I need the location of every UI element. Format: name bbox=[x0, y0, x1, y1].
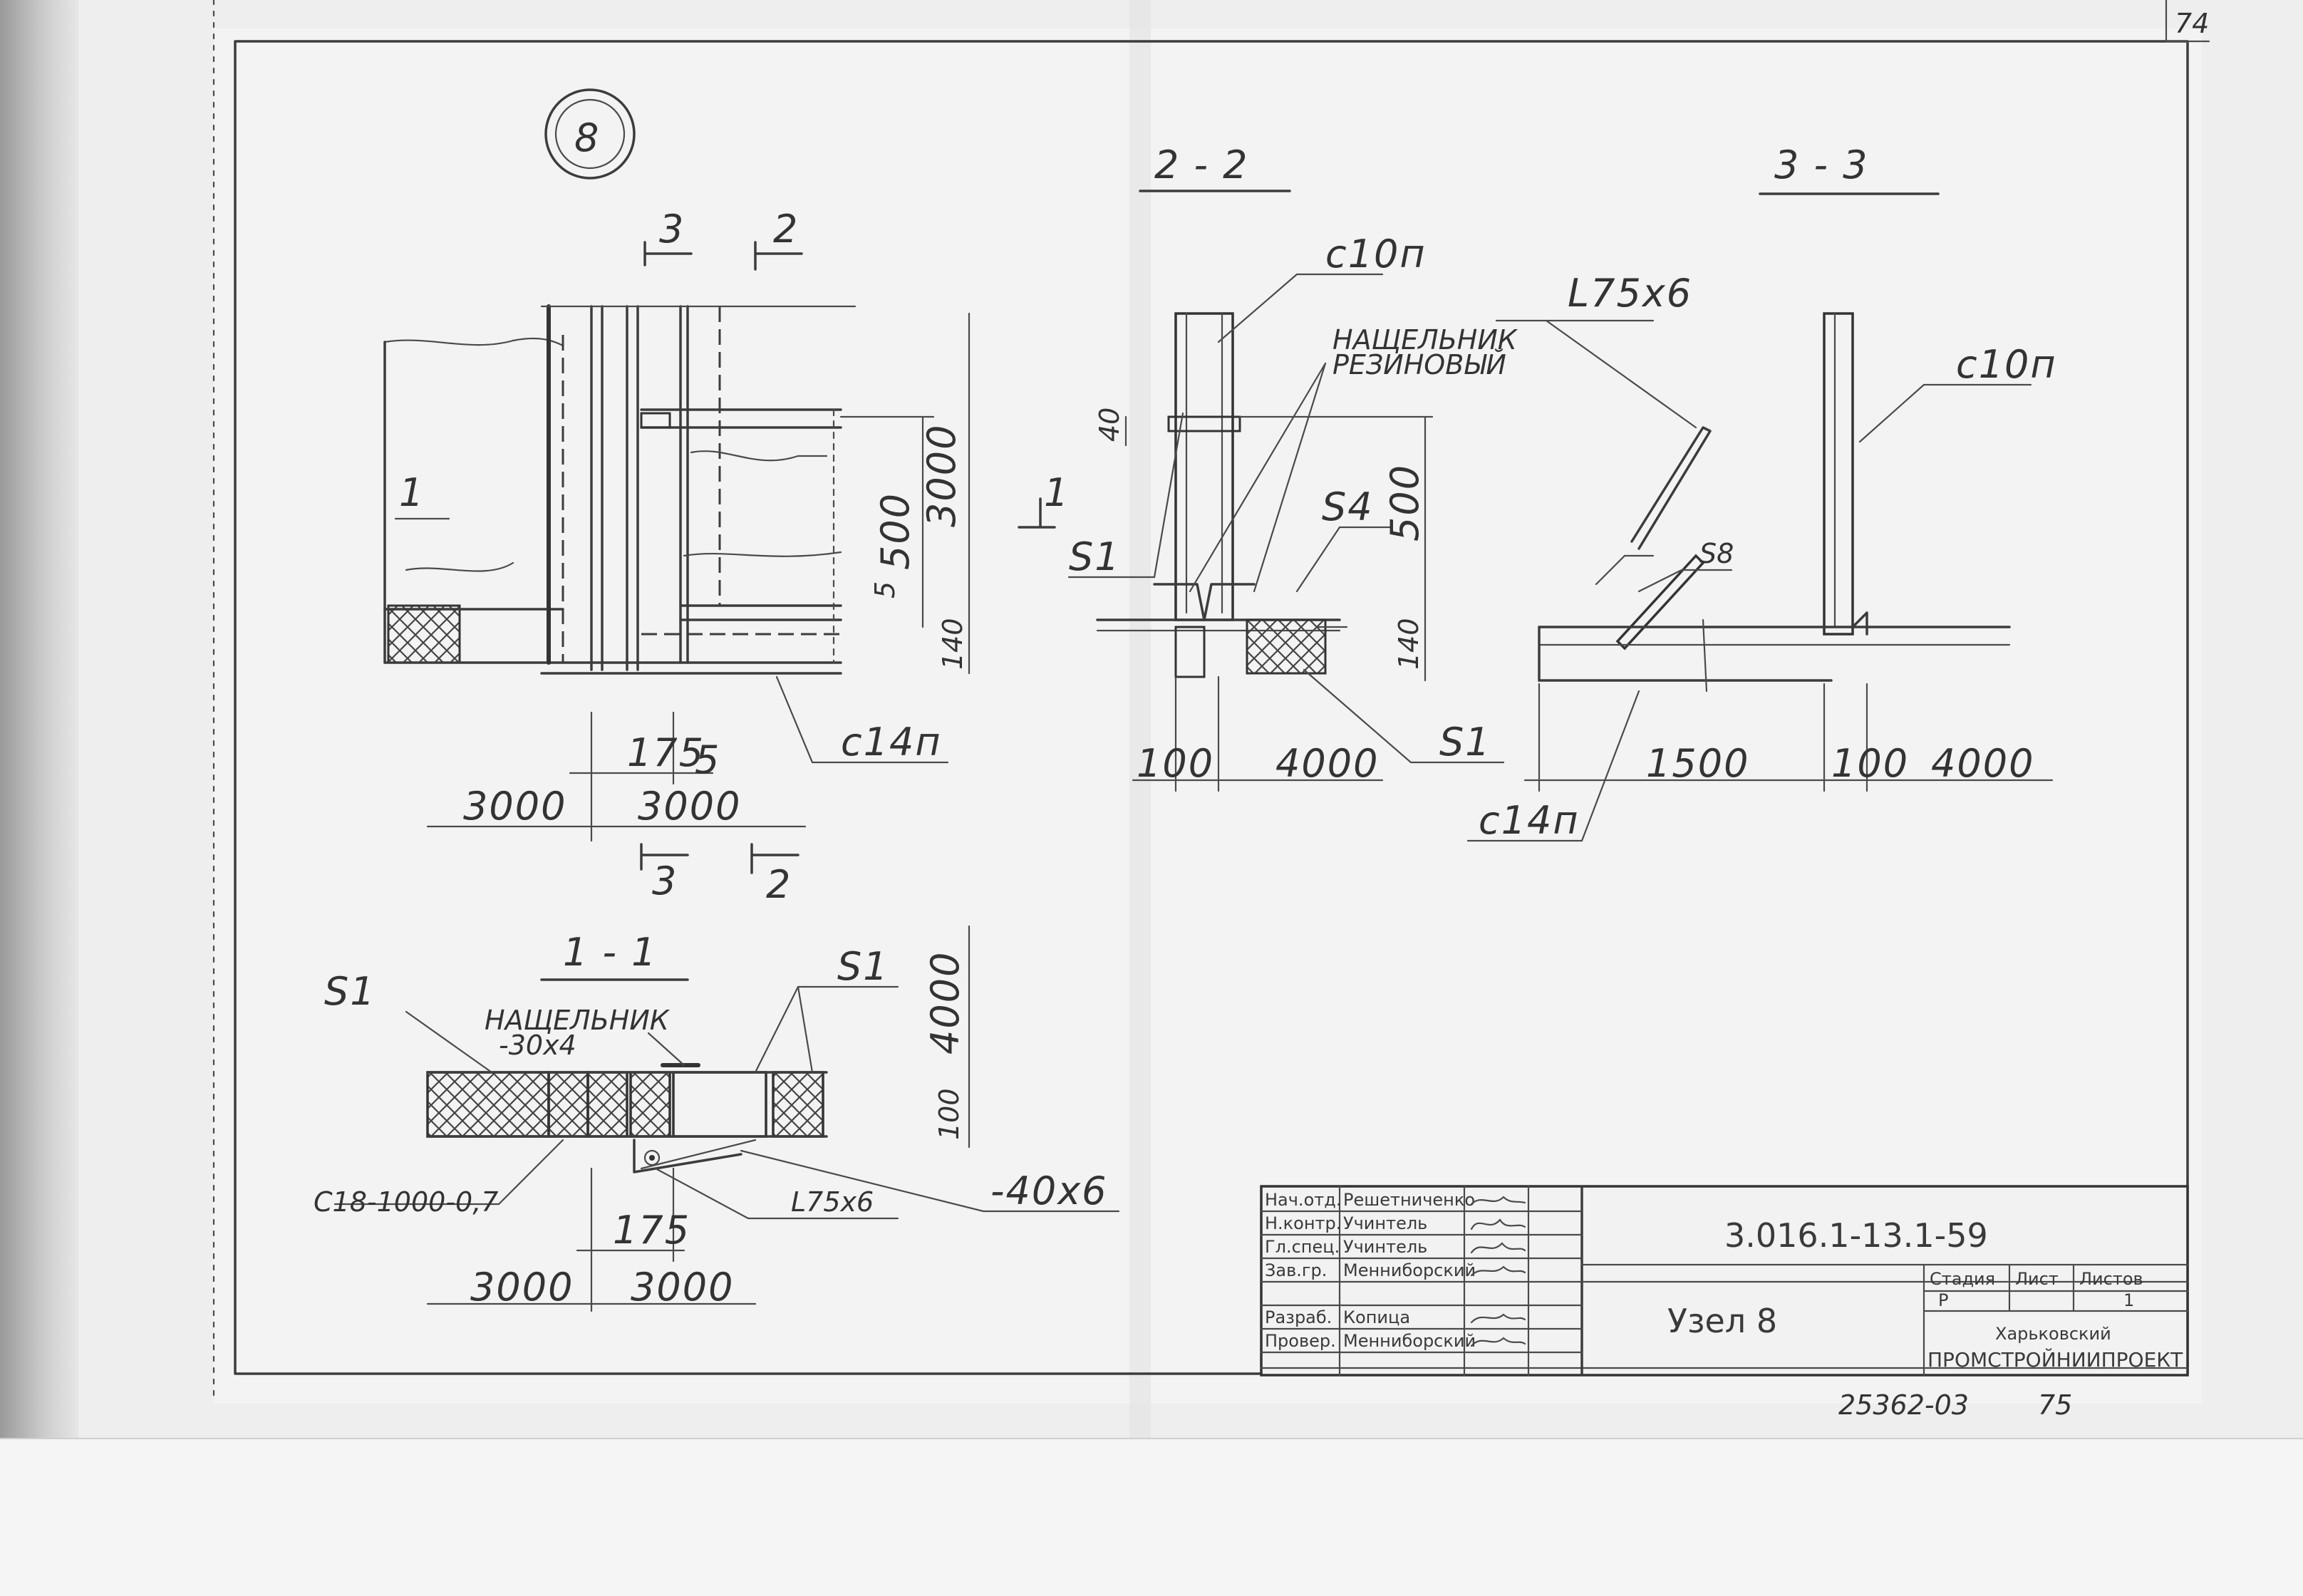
node-number: 8 bbox=[574, 115, 600, 160]
cut-mark-1: 1 bbox=[1044, 470, 1070, 515]
dim-175-11: 175 bbox=[613, 1208, 690, 1253]
label-s1-22-right: S1 bbox=[1439, 720, 1491, 765]
tb-role-5: Разраб. bbox=[1265, 1307, 1332, 1327]
dim-4000-33: 4000 bbox=[1931, 741, 2034, 786]
insulation-1-1-left bbox=[426, 1071, 550, 1138]
tb-document-code: 3.016.1-13.1-59 bbox=[1724, 1216, 1988, 1255]
tb-drawing-title: Узел 8 bbox=[1667, 1302, 1777, 1340]
label-nashchelnik-11: НАЩЕЛЬНИК bbox=[485, 1005, 671, 1036]
tb-stage-header: Стадия bbox=[1930, 1269, 1995, 1289]
label-nashchelnik-rubber-2: РЕЗИНОВЫЙ bbox=[1332, 349, 1506, 380]
plan-view: 3 2 1 bbox=[383, 207, 1070, 907]
binding-shadow bbox=[0, 0, 78, 1596]
node-marker: 8 bbox=[544, 88, 636, 180]
dim-3000-plan-right: 3000 bbox=[638, 784, 741, 829]
tb-role-1: Н.контр. bbox=[1265, 1213, 1341, 1233]
dim-40-22: 40 bbox=[1094, 408, 1125, 442]
dim-140-22: 140 bbox=[1393, 618, 1424, 670]
dim-4000-22: 4000 bbox=[1275, 741, 1379, 786]
tb-stage: Р bbox=[1938, 1290, 1948, 1310]
label-c10p-22: с10п bbox=[1325, 232, 1427, 276]
label-c10p-33: с10п bbox=[1956, 342, 2057, 387]
dim-500-22: 500 bbox=[1382, 464, 1427, 542]
tb-sheets: 1 bbox=[2123, 1290, 2134, 1310]
tb-sheet-header: Лист bbox=[2015, 1269, 2059, 1289]
label-c14p-33: с14п bbox=[1479, 798, 1580, 843]
tb-name-6: Менниборский bbox=[1343, 1331, 1476, 1351]
dim-3000-vertical: 3000 bbox=[919, 424, 964, 527]
label-c14p-plan: с14п bbox=[841, 720, 942, 765]
cut-mark-3-bottom: 3 bbox=[652, 859, 678, 903]
signature-1 bbox=[1470, 1218, 1526, 1230]
cut-mark-2-top: 2 bbox=[773, 207, 799, 252]
tb-name-5: Копица bbox=[1343, 1307, 1410, 1327]
section-1-1: 1 - 1 S1 НАЩЕЛЬНИК -30х4 S1 С18-1000-0,7… bbox=[314, 925, 1120, 1312]
dim-3000-plan-left: 3000 bbox=[463, 784, 566, 829]
title-block: Нач.отд. Решетниченко Н.контр. Учинтель … bbox=[1260, 1185, 2189, 1377]
label-angle-75x6-33: L75х6 bbox=[1568, 271, 1692, 316]
signature-2 bbox=[1470, 1242, 1526, 1254]
section-2-2: 2 - 2 с10п НАЩЕЛЬНИК РЕЗИНОВЫЙ S1 S4 S1 … bbox=[1067, 142, 1518, 792]
dim-100-11: 100 bbox=[933, 1088, 965, 1140]
section-title-2-2: 2 - 2 bbox=[1154, 142, 1249, 187]
tb-role-3: Зав.гр. bbox=[1265, 1260, 1327, 1280]
footer-page-number: 75 bbox=[2038, 1389, 2072, 1421]
signature-3 bbox=[1470, 1265, 1526, 1277]
dim-3000-11-right: 3000 bbox=[631, 1265, 734, 1310]
panel-label-1: 1 bbox=[399, 470, 425, 515]
dim-140-vertical: 140 bbox=[937, 618, 968, 670]
dim-1500-33: 1500 bbox=[1646, 741, 1749, 786]
dim-175-plan: 175 bbox=[627, 730, 705, 775]
label-s1-11-left: S1 bbox=[324, 969, 376, 1014]
tb-name-3: Менниборский bbox=[1343, 1260, 1476, 1280]
tb-role-6: Провер. bbox=[1265, 1331, 1336, 1351]
footer-archive-number: 25362-03 bbox=[1838, 1389, 1969, 1421]
label-nashchelnik-rubber-1: НАЩЕЛЬНИК bbox=[1332, 324, 1518, 356]
dim-3000-11-left: 3000 bbox=[470, 1265, 574, 1310]
dim-4000-11: 4000 bbox=[923, 951, 968, 1054]
cut-mark-3-top: 3 bbox=[659, 207, 685, 252]
label-s4: S4 bbox=[1322, 484, 1374, 529]
tb-sheets-header: Листов bbox=[2079, 1269, 2143, 1289]
section-title-3-3: 3 - 3 bbox=[1774, 142, 1869, 187]
dim-5-vertical: 5 bbox=[869, 581, 901, 598]
tb-name-2: Учинтель bbox=[1343, 1237, 1427, 1257]
dim-5-plan: 5 bbox=[695, 737, 720, 782]
tb-name-1: Учинтель bbox=[1343, 1213, 1427, 1233]
label-sheet-c18: С18-1000-0,7 bbox=[314, 1186, 498, 1218]
tb-name-0: Решетниченко bbox=[1343, 1190, 1475, 1210]
tb-role-2: Гл.спец. bbox=[1265, 1237, 1340, 1257]
tb-org-line-2: ПРОМСТРОЙНИИПРОЕКТ bbox=[1927, 1347, 2183, 1372]
label-strip-30x4: -30х4 bbox=[499, 1030, 576, 1061]
signature-0 bbox=[1470, 1196, 1526, 1206]
dim-500-vertical: 500 bbox=[873, 492, 918, 570]
cut-mark-2-bottom: 2 bbox=[766, 862, 792, 907]
label-angle-75x6-11: L75х6 bbox=[791, 1186, 874, 1218]
insulation-2-2 bbox=[1246, 618, 1327, 675]
label-s8: S8 bbox=[1699, 538, 1734, 569]
signature-6 bbox=[1470, 1337, 1526, 1347]
tb-org-line-1: Харьковский bbox=[1995, 1324, 2111, 1344]
section-3-3: 3 - 3 с10п L75х6 S8 1500 100 4000 с14п bbox=[1466, 142, 2057, 843]
label-strip-40x6: -40х6 bbox=[990, 1168, 1108, 1213]
insulation-1-1-right bbox=[772, 1071, 824, 1138]
dim-100-22: 100 bbox=[1137, 741, 1214, 786]
label-s1-11-right: S1 bbox=[837, 944, 889, 989]
tb-role-0: Нач.отд. bbox=[1265, 1190, 1341, 1210]
page-number: 74 bbox=[2175, 8, 2209, 39]
drawing-frame bbox=[234, 40, 2189, 1375]
dim-100-33: 100 bbox=[1831, 741, 1909, 786]
label-s1-22-left: S1 bbox=[1069, 534, 1121, 579]
insulation-plan bbox=[387, 604, 461, 664]
signature-5 bbox=[1470, 1313, 1526, 1324]
section-title-1-1: 1 - 1 bbox=[563, 930, 658, 975]
